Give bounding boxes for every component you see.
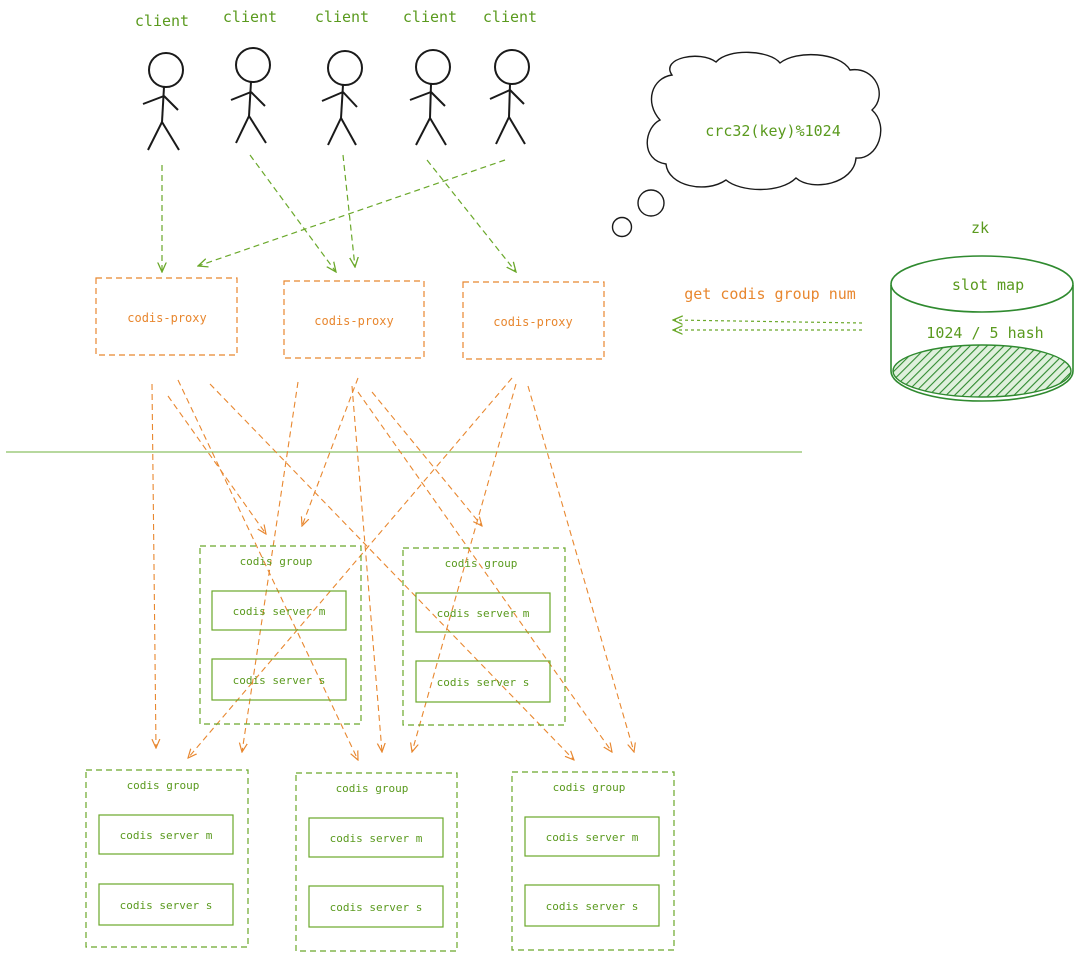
stick-figure-icon bbox=[142, 52, 184, 151]
thought-dot bbox=[637, 189, 665, 217]
proxy-1: codis-proxy bbox=[95, 277, 238, 356]
server-slave: codis server s bbox=[330, 901, 423, 914]
codis-group-3: codis group codis server m codis server … bbox=[85, 769, 249, 948]
arrow bbox=[249, 154, 336, 272]
arrow bbox=[242, 381, 299, 752]
arrow bbox=[177, 379, 358, 760]
group-title: codis group bbox=[336, 782, 409, 795]
client-label: client bbox=[223, 8, 277, 26]
client-2: client bbox=[223, 8, 277, 144]
server-slave: codis server s bbox=[233, 674, 326, 687]
server-master: codis server m bbox=[120, 829, 213, 842]
thought-dot bbox=[611, 216, 633, 238]
proxy-label: codis-proxy bbox=[493, 315, 572, 329]
codis-group-1: codis group codis server m codis server … bbox=[199, 545, 362, 725]
arrow bbox=[188, 377, 513, 758]
arrow bbox=[357, 391, 612, 752]
zk-title: zk bbox=[971, 219, 989, 237]
proxy-group-arrows bbox=[152, 377, 634, 760]
stick-figure-icon bbox=[489, 49, 530, 145]
arrow bbox=[426, 159, 516, 272]
client-1: client bbox=[135, 12, 189, 151]
client-4: client bbox=[403, 8, 457, 146]
arrow bbox=[673, 320, 863, 323]
arrow bbox=[302, 377, 359, 526]
arrow bbox=[412, 383, 517, 752]
thought-bubble: crc32(key)%1024 bbox=[611, 51, 882, 238]
codis-group-4: codis group codis server m codis server … bbox=[295, 772, 458, 952]
server-master: codis server m bbox=[546, 831, 639, 844]
stick-figure-icon bbox=[230, 47, 271, 144]
server-master: codis server m bbox=[437, 607, 530, 620]
zk-proxy-arrows bbox=[673, 320, 863, 330]
zk-store: zk slot map 1024 / 5 hash bbox=[890, 219, 1074, 402]
arrow bbox=[198, 159, 506, 266]
arrow bbox=[152, 383, 156, 748]
arrow bbox=[209, 383, 574, 760]
arrow bbox=[342, 154, 355, 267]
client-5: client bbox=[483, 8, 537, 145]
proxy-label: codis-proxy bbox=[314, 314, 393, 328]
client-label: client bbox=[135, 12, 189, 30]
group-title: codis group bbox=[127, 779, 200, 792]
client-label: client bbox=[403, 8, 457, 26]
zk-arrow-label: get codis group num bbox=[684, 285, 856, 303]
codis-group-2: codis group codis server m codis server … bbox=[402, 547, 566, 726]
codis-group-5: codis group codis server m codis server … bbox=[511, 771, 675, 951]
arrow bbox=[371, 391, 482, 526]
zk-hatched-base bbox=[892, 344, 1072, 398]
stick-figure-icon bbox=[321, 50, 363, 146]
arrow bbox=[167, 395, 266, 534]
stick-figure-icon bbox=[409, 49, 451, 146]
arrow bbox=[527, 385, 634, 752]
zk-hash-info: 1024 / 5 hash bbox=[926, 324, 1043, 342]
server-slave: codis server s bbox=[546, 900, 639, 913]
client-proxy-arrows bbox=[162, 154, 516, 272]
server-master: codis server m bbox=[233, 605, 326, 618]
proxy-2: codis-proxy bbox=[283, 280, 425, 359]
hash-formula: crc32(key)%1024 bbox=[705, 122, 840, 140]
zk-slot-map: slot map bbox=[952, 276, 1024, 294]
client-label: client bbox=[315, 8, 369, 26]
client-label: client bbox=[483, 8, 537, 26]
server-slave: codis server s bbox=[120, 899, 213, 912]
group-title: codis group bbox=[445, 557, 518, 570]
group-title: codis group bbox=[553, 781, 626, 794]
arrow bbox=[351, 385, 382, 752]
server-master: codis server m bbox=[330, 832, 423, 845]
client-3: client bbox=[315, 8, 369, 146]
proxy-3: codis-proxy bbox=[462, 281, 605, 360]
group-title: codis group bbox=[240, 555, 313, 568]
server-slave: codis server s bbox=[437, 676, 530, 689]
proxy-label: codis-proxy bbox=[127, 311, 206, 325]
